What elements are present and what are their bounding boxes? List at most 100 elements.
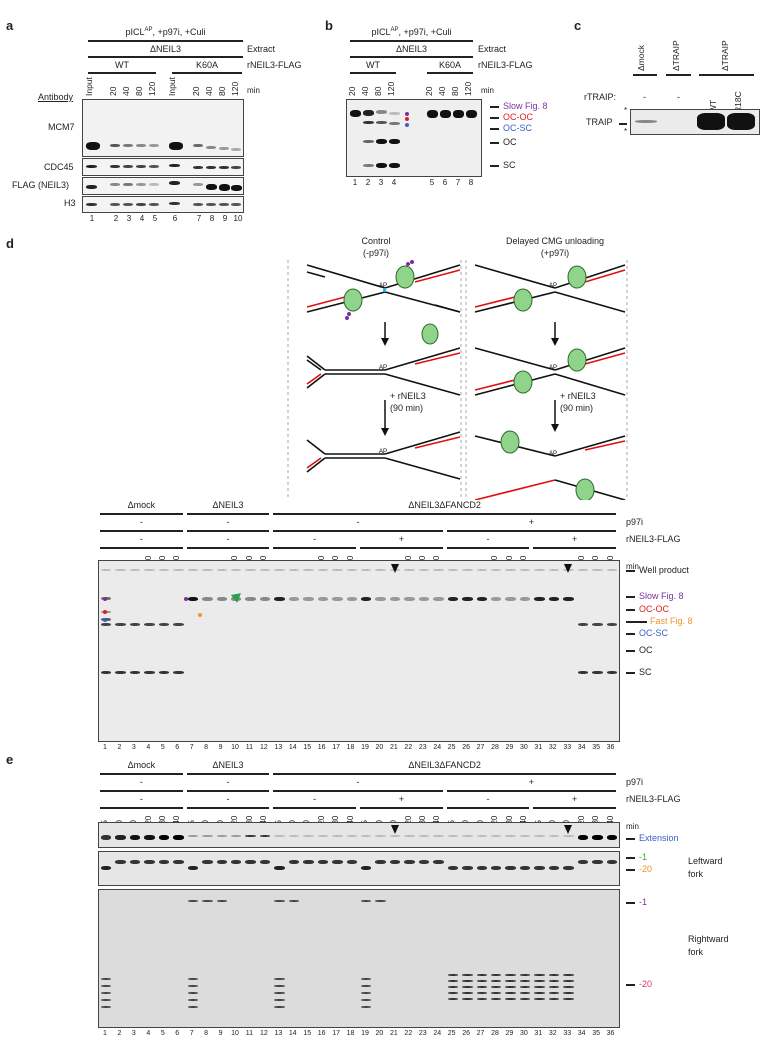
lane-number: 7 bbox=[189, 1030, 194, 1037]
lane-number: 5 bbox=[152, 214, 158, 223]
p97i-value: - bbox=[139, 517, 143, 527]
blot-label-flag: FLAG (NEIL3) bbox=[12, 180, 70, 190]
svg-text:AP: AP bbox=[549, 365, 557, 371]
scheme-right-step-label: + rNEIL3 bbox=[560, 391, 596, 401]
p97i-value: - bbox=[139, 777, 143, 787]
gel-band bbox=[332, 860, 343, 864]
lane-number: 13 bbox=[274, 744, 283, 751]
gel-band bbox=[375, 860, 386, 864]
gel-band bbox=[173, 835, 184, 840]
panel-b-group-wt: WT bbox=[366, 60, 380, 70]
gel-band bbox=[563, 992, 574, 994]
gel-band bbox=[129, 623, 141, 626]
gel-band bbox=[548, 998, 560, 1000]
lane-number: 27 bbox=[476, 1030, 485, 1037]
blot-h3 bbox=[82, 196, 244, 213]
gel-band bbox=[491, 597, 502, 601]
gel-band bbox=[245, 860, 256, 864]
gel-band bbox=[505, 835, 516, 837]
lane-label: 120 bbox=[230, 81, 240, 96]
gel-band bbox=[274, 569, 285, 571]
panel-d-gel bbox=[98, 560, 620, 742]
gel-band bbox=[476, 992, 487, 994]
lane-number: 20 bbox=[375, 744, 384, 751]
lane-number: 19 bbox=[361, 1030, 369, 1037]
gel-band bbox=[202, 835, 213, 837]
min-label: min bbox=[626, 822, 639, 831]
lane-number: 20 bbox=[375, 1030, 384, 1037]
gel-band bbox=[202, 597, 213, 601]
gel-band bbox=[418, 860, 430, 864]
p97i-value: - bbox=[356, 777, 360, 787]
panel-c-rtraip-label: rTRAIP: bbox=[584, 92, 617, 102]
gel-band bbox=[101, 1006, 112, 1008]
p97i-line bbox=[446, 530, 616, 532]
ap-label: AP bbox=[379, 283, 387, 289]
extract-line bbox=[100, 773, 183, 775]
panel-a-extract-label: Extract bbox=[247, 44, 276, 54]
gel-band bbox=[519, 866, 531, 870]
gel-band bbox=[418, 597, 430, 601]
gel-band bbox=[158, 860, 170, 864]
gel-band bbox=[462, 974, 473, 976]
rneil3-line bbox=[446, 547, 530, 549]
lane-number: 6 bbox=[172, 214, 178, 223]
lane-number: 2 bbox=[117, 744, 122, 751]
gel-band bbox=[404, 597, 415, 601]
gel-band bbox=[346, 835, 357, 837]
panel-a-label: a bbox=[6, 18, 14, 33]
p97i-line bbox=[100, 790, 183, 792]
lane-number: 35 bbox=[592, 1030, 600, 1037]
lane-number: 5 bbox=[160, 1030, 165, 1037]
gel-band bbox=[144, 623, 155, 626]
gel-band bbox=[231, 569, 242, 571]
gel-band bbox=[491, 986, 502, 988]
lane-number: 6 bbox=[442, 178, 448, 187]
lane-label: 120 bbox=[147, 81, 157, 96]
gel-band bbox=[447, 866, 459, 870]
lane-number: 13 bbox=[274, 1030, 283, 1037]
gel-band bbox=[361, 999, 372, 1001]
gel-band bbox=[447, 974, 459, 976]
gel-band bbox=[534, 835, 545, 837]
gel-band bbox=[606, 569, 617, 571]
gel-band bbox=[491, 866, 502, 870]
p97i-line bbox=[273, 790, 443, 792]
gel-band bbox=[274, 985, 285, 987]
gel-band bbox=[115, 569, 126, 571]
band-dot bbox=[198, 613, 203, 617]
gel-band bbox=[216, 569, 227, 571]
lane-number: 25 bbox=[447, 744, 456, 751]
lane-number: 27 bbox=[476, 744, 485, 751]
lane-number: 4 bbox=[146, 1030, 151, 1037]
lane-number: 3 bbox=[378, 178, 384, 187]
dot-oc-sc bbox=[405, 123, 409, 127]
lane-number: 2 bbox=[113, 214, 119, 223]
gel-band bbox=[346, 860, 357, 864]
lane-number: 30 bbox=[519, 744, 528, 751]
gel-band bbox=[361, 835, 372, 837]
lane-number: 29 bbox=[505, 744, 514, 751]
lane-number: 4 bbox=[391, 178, 397, 187]
gel-band bbox=[274, 835, 285, 837]
lane-number: 3 bbox=[126, 214, 132, 223]
lane-number: 8 bbox=[204, 744, 209, 751]
gel-band bbox=[447, 998, 459, 1000]
gel-band bbox=[129, 569, 141, 571]
gel-band bbox=[144, 860, 155, 864]
gel-band bbox=[592, 835, 603, 840]
gel-marker: SC bbox=[626, 667, 652, 677]
rneil3-value: - bbox=[139, 534, 143, 544]
gel-band bbox=[563, 597, 574, 601]
gel-band bbox=[361, 866, 372, 870]
lane-time: 120 bbox=[386, 81, 396, 96]
lane-number: 9 bbox=[218, 1030, 223, 1037]
gel-band bbox=[173, 860, 184, 864]
gel-band bbox=[476, 980, 487, 982]
gel-band bbox=[288, 860, 300, 864]
panel-b-gel bbox=[346, 99, 482, 177]
rneil3-line bbox=[446, 807, 530, 809]
gel-band bbox=[462, 998, 473, 1000]
panel-b-marker-oc-sc: OC-SC bbox=[490, 123, 532, 133]
panel-b-label: b bbox=[325, 18, 333, 33]
